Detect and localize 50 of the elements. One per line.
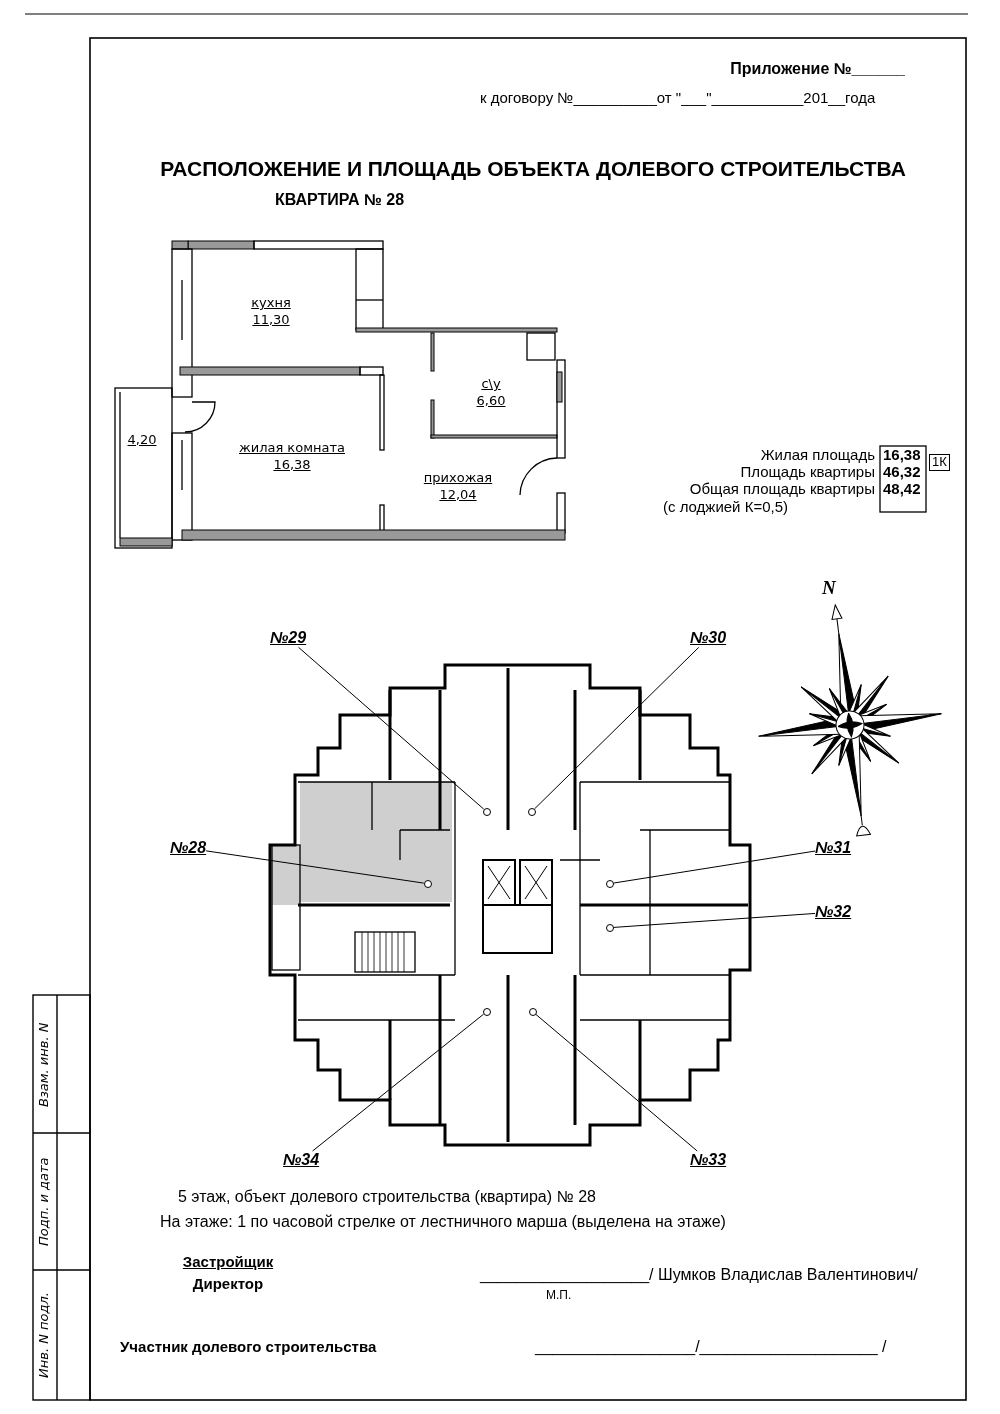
participant-heading: Участник долевого строительства	[120, 1338, 377, 1356]
area-value: 48,42	[883, 480, 921, 498]
apartment-subtitle: КВАРТИРА № 28	[275, 191, 405, 210]
leader-line	[535, 1013, 698, 1152]
apartment-number: №31	[815, 839, 852, 858]
leader-dot	[423, 879, 432, 888]
room-type-code: 1К	[929, 454, 950, 471]
area-caption: Жилая площадь	[760, 446, 875, 464]
developer-heading: Застройщик	[182, 1253, 274, 1271]
stamp-caption: Взам. инв. N	[37, 1021, 52, 1110]
area-caption: Общая площадь квартиры	[689, 480, 875, 498]
apartment-number: №30	[690, 629, 727, 648]
apartment-number: №28	[170, 839, 207, 858]
area-value: 46,32	[883, 463, 921, 481]
apartment-number: №32	[815, 903, 852, 922]
room-label: 4,20	[127, 431, 157, 449]
area-caption: Площадь квартиры	[740, 463, 875, 481]
leader-line	[298, 646, 485, 810]
north-mark: N	[822, 577, 836, 599]
leader-dot	[482, 807, 491, 816]
area-value: 16,38	[883, 446, 921, 464]
stamp-caption: Подп. и дата	[37, 1156, 52, 1249]
room-label: жилая комната 16,38	[239, 440, 345, 474]
room-label: прихожая 12,04	[423, 470, 493, 504]
signature-line: __________________/____________________ /	[535, 1338, 887, 1357]
page-title: РАСПОЛОЖЕНИЕ И ПЛОЩАДЬ ОБЪЕКТА ДОЛЕВОГО СТРОИТЕЛЬСТВА	[159, 157, 907, 182]
floor-description: 5 этаж, объект долевого строительства (квартира) № 28	[178, 1188, 596, 1207]
floor-position-note: На этаже: 1 по часовой стрелке от лестничного марша (выделена на этаже)	[160, 1213, 726, 1232]
position-title: Директор	[192, 1275, 264, 1293]
seal-mark: М.П.	[546, 1289, 572, 1303]
leader-dot	[605, 879, 614, 888]
room-label: с\у 6,60	[476, 376, 506, 410]
annex-number-field: Приложение №______	[730, 60, 905, 79]
leader-dot	[605, 923, 614, 932]
leader-line	[613, 912, 816, 928]
loggia-note: (с лоджией К=0,5)	[663, 498, 788, 516]
leader-dot	[482, 1007, 491, 1016]
leader-line	[613, 850, 816, 884]
apartment-number: №34	[283, 1151, 320, 1170]
stamp-caption: Инв. N подл.	[37, 1291, 52, 1381]
room-label: кухня 11,30	[251, 295, 291, 329]
leader-dot	[528, 1007, 537, 1016]
leader-line	[534, 646, 700, 810]
leader-line	[205, 850, 425, 884]
leader-dot	[527, 807, 536, 816]
apartment-number: №33	[690, 1151, 727, 1170]
signature-line: ___________________/ Шумков Владислав Валентинович/	[480, 1266, 918, 1285]
contract-reference-text: к договору №__________от "___"___________201__года	[480, 89, 876, 107]
apartment-number: №29	[270, 629, 307, 648]
leader-line	[312, 1013, 485, 1152]
